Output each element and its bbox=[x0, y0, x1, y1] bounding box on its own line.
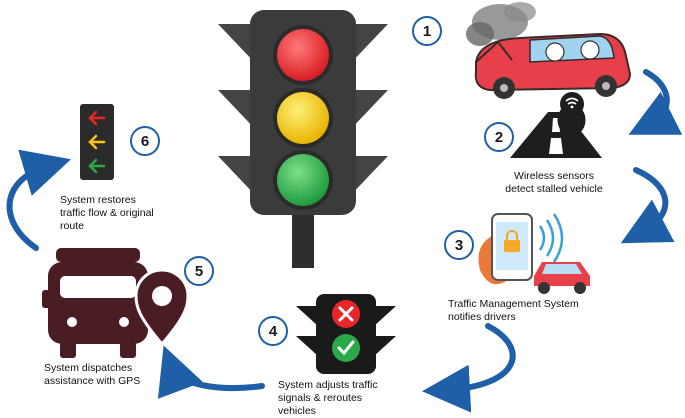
traffic-light-icon bbox=[218, 10, 388, 268]
arrow-signal-icon bbox=[80, 104, 114, 180]
step-6-number: 6 bbox=[130, 126, 160, 156]
step-6-label: System restores traffic flow & original … bbox=[60, 194, 154, 232]
step-5-label: System dispatches assistance with GPS bbox=[44, 362, 141, 387]
step-3-label: Traffic Management System notifies drive… bbox=[448, 298, 579, 323]
step-1-number: 1 bbox=[412, 16, 442, 46]
phone-notification-icon bbox=[478, 213, 590, 294]
broken-down-car-icon bbox=[466, 2, 632, 99]
signal-cross-check-icon bbox=[296, 294, 396, 374]
step-3-number: 3 bbox=[444, 230, 474, 260]
step-4-label: System adjusts traffic signals & reroute… bbox=[278, 379, 378, 417]
step-2-number: 2 bbox=[484, 122, 514, 152]
tow-truck-gps-icon bbox=[42, 248, 190, 358]
step-2-label: Wireless sensors detect stalled vehicle bbox=[505, 170, 603, 195]
road-sensor-icon bbox=[510, 92, 602, 158]
step-4-number: 4 bbox=[258, 316, 288, 346]
step-5-number: 5 bbox=[184, 256, 214, 286]
cycle-arrow-icon bbox=[6, 69, 683, 413]
